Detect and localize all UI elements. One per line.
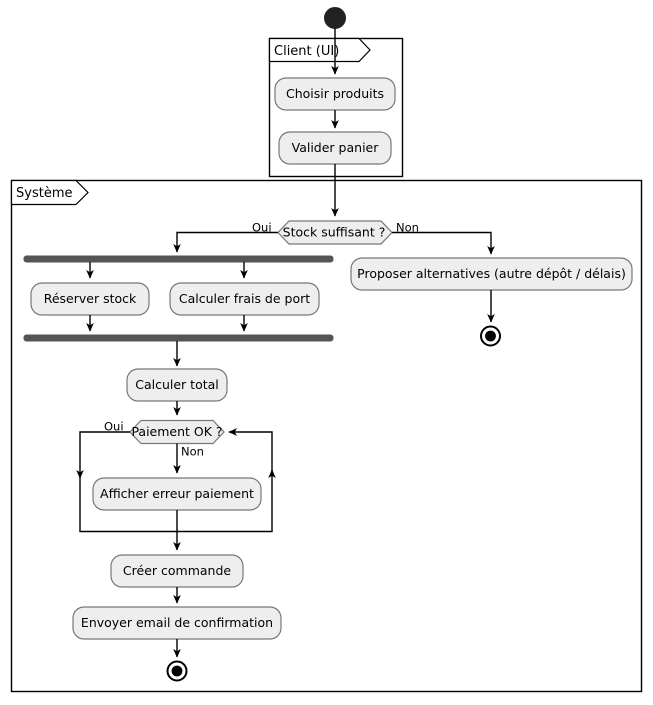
decision-stock-suffisant-label: Stock suffisant ? <box>283 225 386 240</box>
action-creer-commande[interactable]: Créer commande <box>110 554 244 588</box>
action-creer-commande-label: Créer commande <box>123 563 231 578</box>
flow-stock-non-to-proposer <box>392 231 495 255</box>
action-valider-panier[interactable]: Valider panier <box>278 131 392 165</box>
partition-systeme-frame <box>10 179 643 693</box>
action-calculer-frais-de-port-label: Calculer frais de port <box>179 291 310 306</box>
final-node-main-dot <box>171 665 183 677</box>
action-proposer-alternatives-label: Proposer alternatives (autre dépôt / dél… <box>357 266 626 281</box>
action-envoyer-email-de-confirmation[interactable]: Envoyer email de confirmation <box>72 606 282 640</box>
action-calculer-total[interactable]: Calculer total <box>126 368 228 402</box>
action-choisir-produits[interactable]: Choisir produits <box>274 77 396 111</box>
join-node <box>23 334 334 342</box>
action-afficher-erreur-paiement[interactable]: Afficher erreur paiement <box>92 477 262 511</box>
decision-stock-suffisant[interactable]: Stock suffisant ? <box>277 220 393 245</box>
decision-paiement-ok-label: Paiement OK ? <box>131 424 222 439</box>
action-calculer-frais-de-port[interactable]: Calculer frais de port <box>169 282 320 316</box>
flow-loop-back-to-paiement-decision <box>228 428 273 474</box>
partition-systeme-tab <box>10 179 89 206</box>
flow-paiement-oui-to-creer-commande <box>79 474 181 551</box>
initial-node[interactable] <box>324 7 346 29</box>
final-node-main[interactable] <box>166 660 188 682</box>
flow-loop-back-up <box>176 469 276 533</box>
fork-node <box>23 255 334 263</box>
partition-systeme-label: Système <box>16 186 72 201</box>
decision-paiement-ok[interactable]: Paiement OK ? <box>129 419 225 445</box>
action-envoyer-email-label: Envoyer email de confirmation <box>81 615 273 630</box>
action-proposer-alternatives[interactable]: Proposer alternatives (autre dépôt / dél… <box>350 257 633 291</box>
action-calculer-total-label: Calculer total <box>135 377 219 392</box>
guard-stock-non: Non <box>396 221 419 235</box>
action-afficher-erreur-paiement-label: Afficher erreur paiement <box>100 486 254 501</box>
guard-paiement-non: Non <box>181 445 204 459</box>
flow-paiement-oui-down <box>76 431 130 479</box>
action-reserver-stock-label: Réserver stock <box>44 291 137 306</box>
action-valider-panier-label: Valider panier <box>292 140 380 155</box>
flow-stock-oui-to-fork <box>173 231 278 253</box>
final-node-alternatives-dot <box>485 330 496 342</box>
guard-stock-oui: Oui <box>252 221 272 235</box>
partition-systeme[interactable]: Système <box>10 179 643 693</box>
partition-client-ui-label: Client (UI) <box>274 44 339 59</box>
action-choisir-produits-label: Choisir produits <box>286 86 384 101</box>
guard-paiement-oui: Oui <box>104 420 124 434</box>
final-node-alternatives[interactable] <box>480 325 501 347</box>
partition-client-ui-tab <box>268 37 371 63</box>
partition-client-ui[interactable]: Client (UI) <box>268 37 404 178</box>
action-reserver-stock[interactable]: Réserver stock <box>30 282 150 316</box>
